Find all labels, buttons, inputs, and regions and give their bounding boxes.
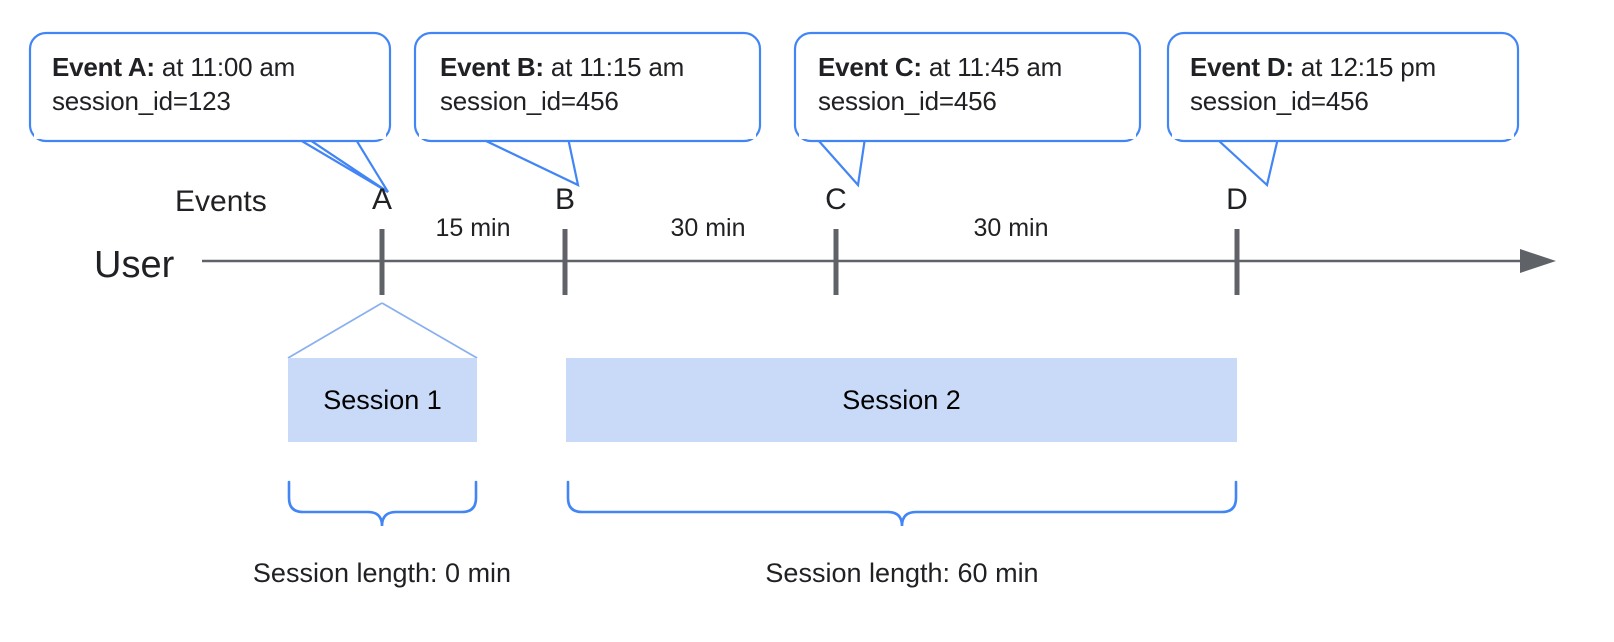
session-1-length-label: Session length: 0 min xyxy=(252,558,512,588)
callout-a-strong: Event A: xyxy=(52,52,155,82)
session-2-length-label: Session length: 60 min xyxy=(765,558,1039,588)
session-1-label: Session 1 xyxy=(323,384,442,415)
event-marker-label-a: A xyxy=(371,183,393,216)
gap-label-a-b: 15 min xyxy=(435,214,511,242)
callout-c-time: at 11:45 am xyxy=(921,52,1063,82)
callout-a-session: session_id=123 xyxy=(52,86,231,117)
callout-bubble-c xyxy=(793,31,1142,188)
callout-bubble-a xyxy=(28,31,392,193)
timeline-axis xyxy=(202,249,1556,273)
session-bar-1 xyxy=(288,358,477,442)
callout-d-session: session_id=456 xyxy=(1190,86,1369,117)
callout-bubble-b xyxy=(413,31,762,187)
callout-text-c: Event C: at 11:45 am session_id=456 xyxy=(818,50,1062,119)
session-2-block: Session 2 xyxy=(566,358,1237,442)
session2-brace xyxy=(566,480,1238,527)
session1-guide-lines xyxy=(287,302,478,359)
session-2-label: Session 2 xyxy=(842,384,961,415)
session1-brace xyxy=(287,480,478,527)
session-1-block: Session 1 xyxy=(288,358,477,442)
callout-b-time: at 11:15 am xyxy=(543,52,685,82)
callout-c-session: session_id=456 xyxy=(818,86,997,117)
callout-a-time: at 11:00 am xyxy=(154,52,296,82)
callout-d-strong: Event D: xyxy=(1190,52,1294,82)
callout-d-time: at 12:15 pm xyxy=(1293,52,1437,82)
gap-label-b-c: 30 min xyxy=(670,214,746,242)
callout-text-b: Event B: at 11:15 am session_id=456 xyxy=(440,50,684,119)
callout-c-strong: Event C: xyxy=(818,52,922,82)
event-marker-label-b: B xyxy=(554,183,576,216)
callout-text-a: Event A: at 11:00 am session_id=123 xyxy=(52,50,295,119)
session-bar-2 xyxy=(566,358,1237,442)
lane-label-user: User xyxy=(94,244,175,286)
callout-bubble-d xyxy=(1166,31,1520,188)
callout-text-d: Event D: at 12:15 pm session_id=456 xyxy=(1190,50,1436,119)
callout-b-session: session_id=456 xyxy=(440,86,619,117)
callout-b-strong: Event B: xyxy=(440,52,544,82)
event-marker-label-c: C xyxy=(825,183,847,216)
gap-label-c-d: 30 min xyxy=(973,214,1049,242)
lane-label-events: Events xyxy=(175,185,267,218)
event-marker-label-d: D xyxy=(1226,183,1248,216)
